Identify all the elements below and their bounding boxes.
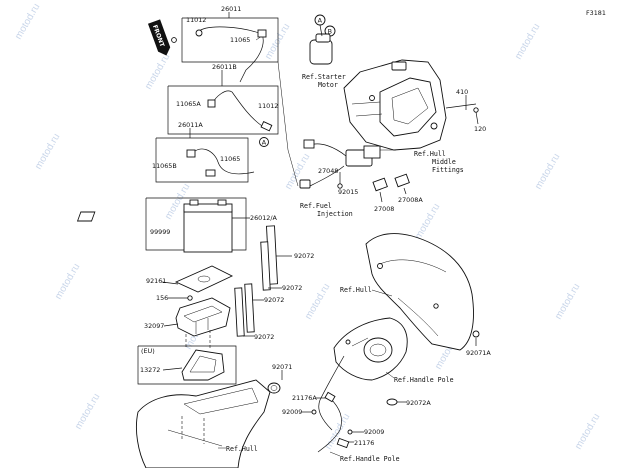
- part-label: 11012: [258, 102, 278, 110]
- eu-label: (EU): [141, 347, 155, 355]
- part-label: 26011B: [212, 63, 237, 71]
- leader-line: [277, 61, 299, 187]
- battery-cable-box-low: 26011A 11065B 11065: [152, 121, 255, 183]
- part-label: 11012: [186, 16, 206, 24]
- watermark-layer: motod.ru motod.ru motod.ru motod.ru moto…: [13, 2, 602, 452]
- part-label: 26011: [221, 5, 241, 13]
- part-label: 92072: [282, 284, 302, 292]
- watermark: motod.ru: [533, 152, 562, 192]
- part-label: 92071: [272, 363, 292, 371]
- part-label: 27048: [318, 167, 338, 175]
- watermark: motod.ru: [33, 132, 62, 172]
- ref-label: Injection: [317, 210, 353, 218]
- watermark: motod.ru: [53, 262, 82, 302]
- screw-icon: [187, 295, 193, 301]
- part-label: 21176A: [292, 394, 317, 402]
- ref-label: Ref.Handle Pole: [340, 455, 400, 463]
- battery-case: 92161 156 32097: [144, 265, 234, 348]
- hull-right: Ref.Hull 92071A: [340, 233, 491, 357]
- hull-lower: Ref.Hull: [135, 379, 271, 468]
- front-badge: FRONT: [147, 19, 171, 56]
- clamp-icon: [386, 398, 398, 406]
- callout-b-label: B: [328, 28, 332, 36]
- callout-a-label: A: [318, 17, 323, 25]
- part-label: 32097: [144, 322, 164, 330]
- watermark: motod.ru: [143, 52, 172, 92]
- fuse-holders: 27008 27008A: [372, 173, 423, 213]
- watermark: motod.ru: [553, 282, 582, 322]
- ref-label: Ref.Hull: [226, 445, 258, 453]
- part-label: 26011A: [178, 121, 203, 129]
- ref-label: Ref.Starter: [302, 73, 346, 81]
- watermark: motod.ru: [73, 392, 102, 432]
- wire-harness: 27048 92015 Ref.Fuel Injection Ref.Hull …: [299, 139, 464, 218]
- part-label: 156: [156, 294, 168, 302]
- grommet: 92071: [267, 363, 292, 394]
- part-label: 92072: [294, 252, 314, 260]
- electrical-box: 410 120: [343, 59, 486, 151]
- battery-cable-box-top: 26011 11012 11065: [171, 5, 279, 83]
- ref-label: Ref.Fuel: [300, 202, 332, 210]
- callout-a: A: [314, 14, 326, 26]
- part-label: 92009: [364, 428, 384, 436]
- screw-icon: [347, 429, 353, 435]
- ref-label: Ref.Hull: [414, 150, 446, 158]
- part-label: 11065A: [176, 100, 201, 108]
- watermark: motod.ru: [573, 412, 602, 452]
- screw-icon: [311, 409, 317, 415]
- part-label: 92072: [264, 296, 284, 304]
- handle-pole-cover: Ref.Handle Pole: [318, 317, 454, 431]
- part-label: 27008: [374, 205, 394, 213]
- watermark: motod.ru: [513, 22, 542, 62]
- ref-label: Middle: [432, 158, 456, 166]
- part-label: 11065: [230, 36, 250, 44]
- throttle-cable: 21176A 92009 92009 21176 92072A Ref.Hand…: [282, 391, 431, 463]
- ref-label: Motor: [318, 81, 338, 89]
- part-label: 21176: [354, 439, 374, 447]
- part-label: 410: [456, 88, 468, 96]
- part-label: 11065: [220, 155, 240, 163]
- part-label: 27008A: [398, 196, 423, 204]
- callout-a-label: A: [262, 139, 267, 147]
- part-label: 11065B: [152, 162, 177, 170]
- part-label: 92161: [146, 277, 166, 285]
- washer-icon: [171, 37, 177, 43]
- watermark: motod.ru: [303, 282, 332, 322]
- battery-kit-box: 99999 26012/A: [76, 197, 277, 253]
- clip-icon: [337, 183, 343, 189]
- part-label: 92009: [282, 408, 302, 416]
- battery-cable-box-mid: 26011B 11065A 11012: [167, 63, 279, 135]
- watermark: motod.ru: [13, 2, 42, 42]
- battery-straps: 92072 92072 92072 92072: [234, 225, 314, 341]
- ref-label: Fittings: [432, 166, 464, 174]
- part-label: 13272: [140, 366, 160, 374]
- part-label: 26012/A: [250, 214, 277, 222]
- ref-label: Ref.Handle Pole: [394, 376, 454, 384]
- watermark: motod.ru: [413, 202, 442, 242]
- washer-icon: [472, 330, 480, 338]
- bolt-icon: [473, 107, 479, 113]
- part-label: 99999: [150, 228, 170, 236]
- part-label: 92015: [338, 188, 358, 196]
- starter-motor: Ref.Starter Motor: [302, 24, 346, 89]
- callout-a: A: [259, 137, 269, 147]
- part-label: 92072A: [406, 399, 431, 407]
- part-label: 92072: [254, 333, 274, 341]
- part-label: 92071A: [466, 349, 491, 357]
- diagram-id: F3181: [586, 9, 606, 17]
- ref-label: Ref.Hull: [340, 286, 372, 294]
- part-label: 120: [474, 125, 486, 133]
- eu-box: (EU) 13272: [137, 345, 237, 385]
